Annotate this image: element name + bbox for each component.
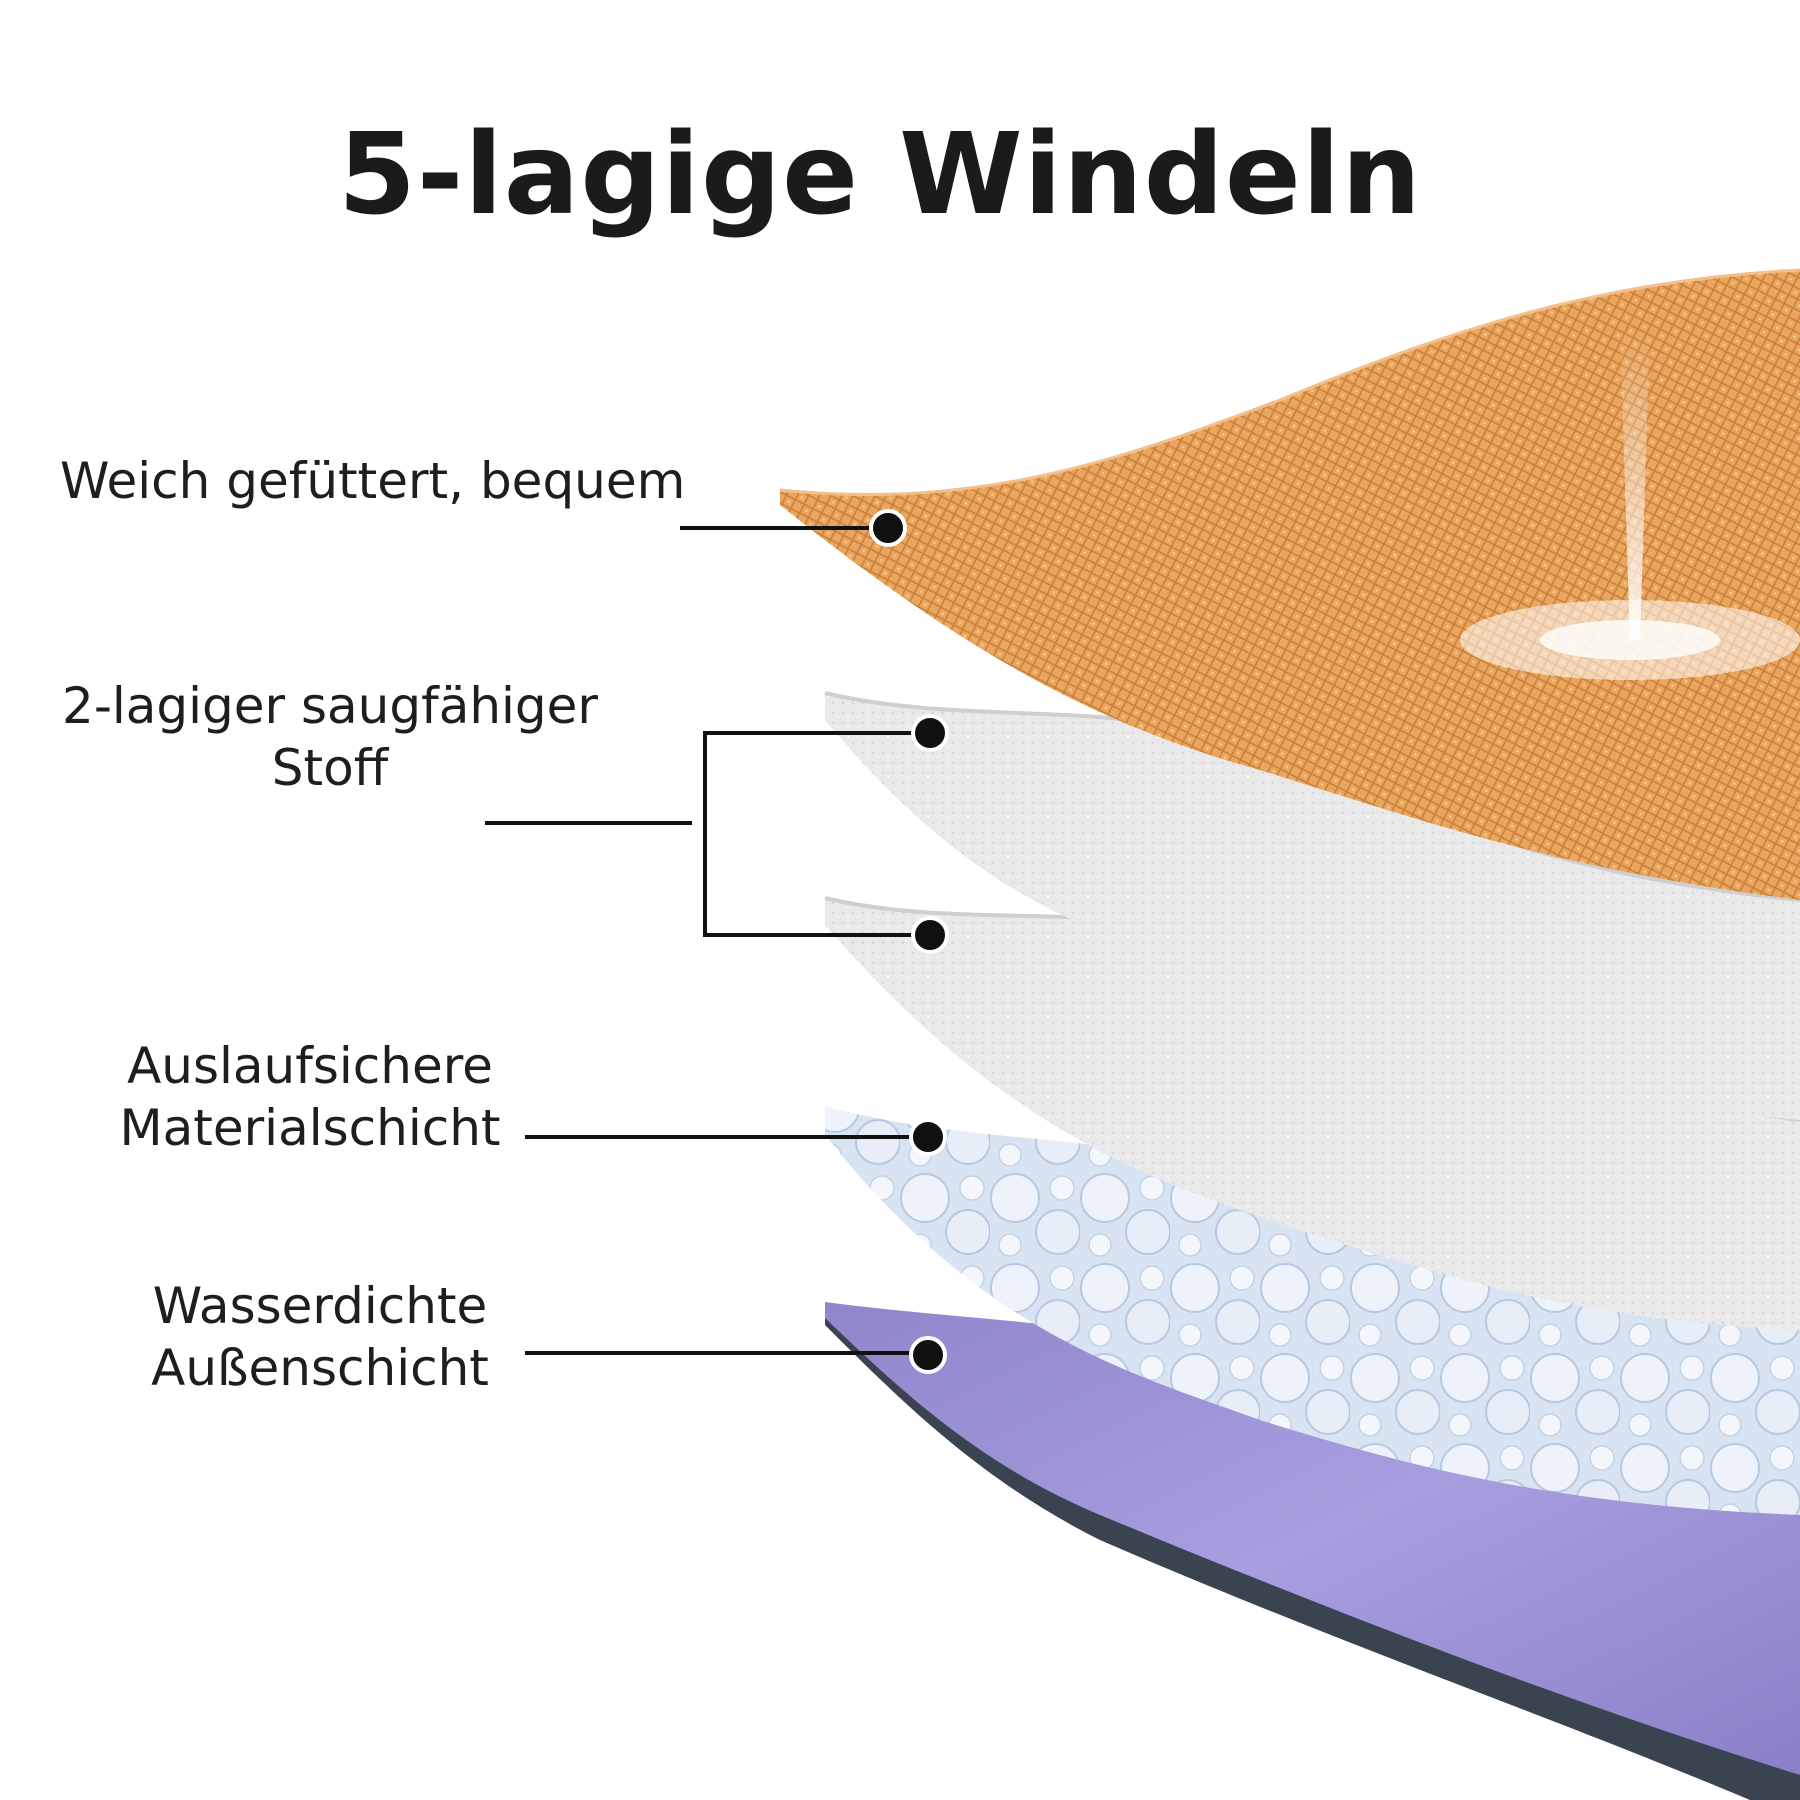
marker-absorbent-lower [911,916,949,954]
label-outer-line-1: Wasserdichte [152,1277,488,1335]
label-top-layer-line-1: Weich gefüttert, bequem [60,452,686,510]
label-absorbent-line-1: 2-lagiger saugfähiger [62,677,598,735]
label-leakproof-layer: Auslaufsichere Materialschicht [95,1035,525,1159]
label-outer-layer: Wasserdichte Außenschicht [110,1275,530,1399]
label-top-layer: Weich gefüttert, bequem [60,450,685,512]
markers [869,509,949,1374]
leader-bracket-absorbent [703,731,930,937]
label-absorbent-line-2: Stoff [271,739,389,797]
label-outer-line-2: Außenschicht [151,1339,489,1397]
leader-lines [485,526,930,1355]
page-title: 5-lagige Windeln [338,110,1422,240]
marker-top [869,509,907,547]
top-layer [779,268,1800,900]
marker-leakproof [909,1118,947,1156]
label-leakproof-line-1: Auslaufsichere [127,1037,493,1095]
marker-absorbent-upper [911,714,949,752]
label-absorbent-layer: 2-lagiger saugfähiger Stoff [40,675,620,799]
label-leakproof-line-2: Materialschicht [119,1099,501,1157]
outer-layer [825,1302,1800,1800]
water-stream [1620,330,1650,640]
marker-outer [909,1336,947,1374]
